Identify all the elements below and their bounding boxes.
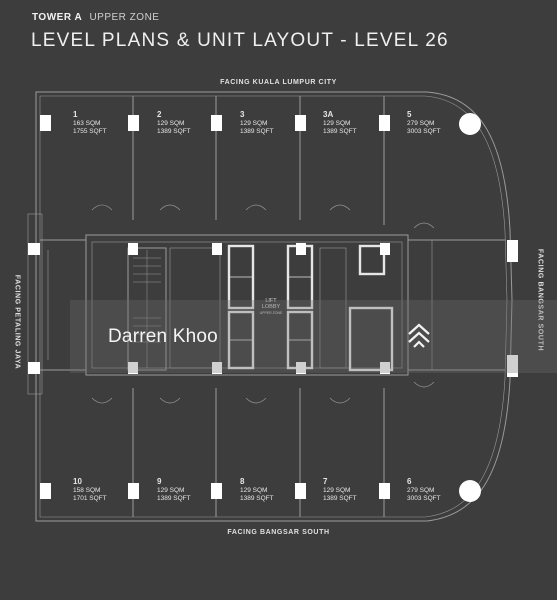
- chevron-stack-icon: [408, 323, 430, 348]
- building-outline: [35, 91, 513, 522]
- unit-3a-label: 3A 129 SQM 1389 SQFT: [323, 110, 357, 135]
- watermark-text: Darren Khoo: [108, 326, 218, 347]
- zone-name: UPPER ZONE: [89, 12, 160, 23]
- unit-6-label: 6 279 SQM 3003 SQFT: [407, 477, 441, 502]
- building-inner-outline: [39, 95, 508, 518]
- unit-1-label: 1 163 SQM 1755 SQFT: [73, 110, 107, 135]
- unit-7-label: 7 129 SQM 1389 SQFT: [323, 477, 357, 502]
- facing-label-left: FACING PETALING JAYA: [13, 274, 21, 370]
- facing-label-bottom: FACING BANGSAR SOUTH: [227, 529, 330, 536]
- unit-9-label: 9 129 SQM 1389 SQFT: [157, 477, 191, 502]
- lift-core-c: [358, 244, 386, 276]
- unit-10-label: 10 158 SQM 1701 SQFT: [73, 477, 107, 502]
- watermark-band: [70, 300, 557, 373]
- unit-5-label: 5 279 SQM 3003 SQFT: [407, 110, 441, 135]
- lift-lobby-label: LIFT LOBBY UPPER ZONE: [259, 298, 283, 315]
- unit-8-label: 8 129 SQM 1389 SQFT: [240, 477, 274, 502]
- tower-zone-line: TOWER A UPPER ZONE: [32, 12, 159, 23]
- unit-2-label: 2 129 SQM 1389 SQFT: [157, 110, 191, 135]
- facing-label-top: FACING KUALA LUMPUR CITY: [220, 79, 337, 86]
- unit-3-label: 3 129 SQM 1389 SQFT: [240, 110, 274, 135]
- tower-name: TOWER A: [32, 12, 83, 23]
- structural-columns: [28, 113, 518, 502]
- page-title: LEVEL PLANS & UNIT LAYOUT - LEVEL 26: [31, 30, 449, 51]
- corridor-ring: [85, 234, 409, 376]
